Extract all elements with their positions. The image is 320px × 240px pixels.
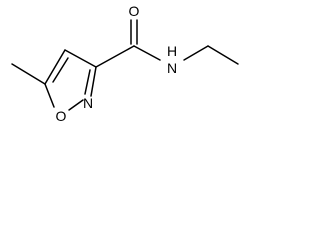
ring-bond-o1-n2 <box>68 99 84 111</box>
ring-double-bond-n2-c3 <box>84 66 97 97</box>
carbonyl-double-bond <box>130 19 138 45</box>
ring-nitrogen-label: N <box>83 95 93 111</box>
ring-bond-c3-c4 <box>64 49 97 68</box>
amide-nitrogen-label: N <box>167 60 177 76</box>
carbonyl-to-nitrogen-bond <box>133 45 161 61</box>
ring-double-bond-c4-c5 <box>44 49 69 85</box>
carbonyl-oxygen-label: O <box>129 3 140 19</box>
ethyl-cc-bond <box>207 45 239 65</box>
methyl-bond <box>11 63 46 85</box>
ring-bond-c5-o1 <box>44 83 55 108</box>
nitrogen-to-ethyl-bond <box>183 45 209 61</box>
ring-oxygen-label: O <box>56 108 67 124</box>
ring-to-carbonyl-bond <box>95 45 135 68</box>
chemical-structure: O N H N O <box>11 3 239 124</box>
amide-hydrogen-label: H <box>167 43 177 59</box>
